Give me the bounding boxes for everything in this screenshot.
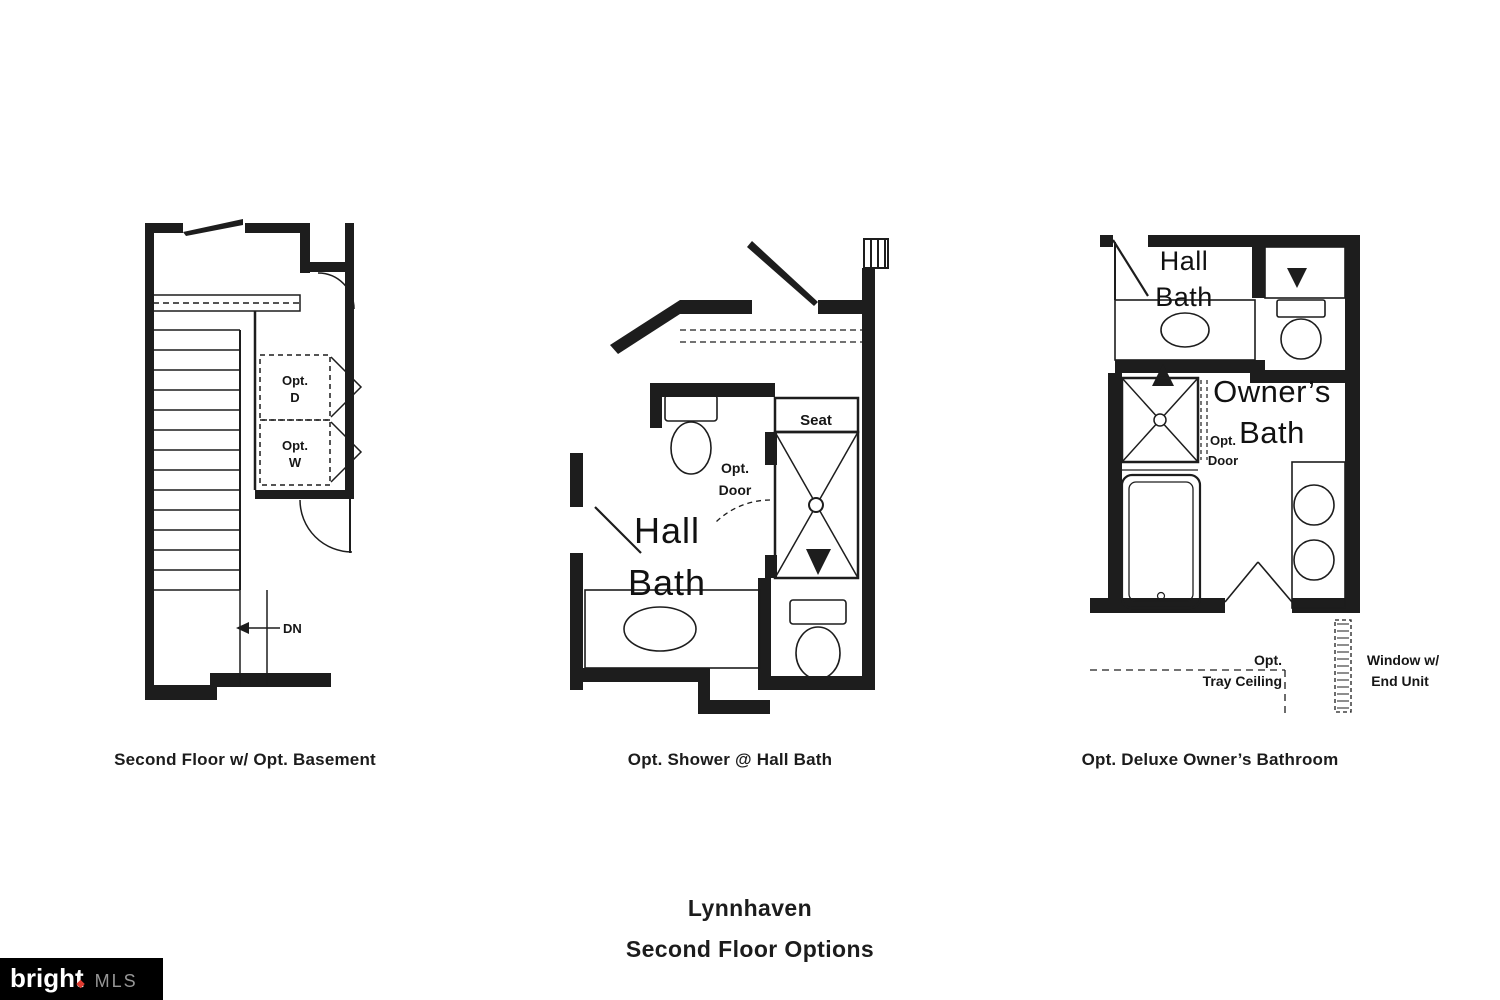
down-arrow-icon xyxy=(236,622,280,634)
opt-dryer-box xyxy=(259,354,331,421)
vent-chase-icon xyxy=(863,238,889,269)
opt-w-label-line2: W xyxy=(289,455,302,470)
opt-door-label-line1: Opt. xyxy=(1210,433,1236,448)
seat-label: Seat xyxy=(800,412,832,429)
bifold-door-icon xyxy=(330,356,363,483)
door-leaf-icon xyxy=(183,219,243,236)
room-label-owners-bath-line2: Bath xyxy=(1239,415,1305,450)
plan1-caption: Second Floor w/ Opt. Basement xyxy=(114,750,376,769)
window-end-unit-label-line2: End Unit xyxy=(1371,673,1429,689)
plan-opt-deluxe-owners-bathroom: Hall Bath Owner’s Bath Opt. Door Opt. Tr… xyxy=(1090,235,1439,717)
opt-washer-box xyxy=(259,419,331,486)
plan-opt-shower-hall-bath: Seat Opt. Door Hall Bath xyxy=(570,238,889,714)
opt-tray-ceiling-label-line2: Tray Ceiling xyxy=(1203,673,1282,689)
opt-w-label-line1: Opt. xyxy=(282,438,308,453)
opt-d-label-line2: D xyxy=(290,390,299,405)
window-end-unit-label-line1: Window w/ xyxy=(1367,652,1439,668)
double-door-leaf-icon xyxy=(1224,561,1293,603)
room-label-hall-bath-line2: Bath xyxy=(1155,282,1213,312)
entry-arrow-icon xyxy=(1152,364,1174,386)
closet-shelf xyxy=(152,294,301,312)
closet-rod-dashed xyxy=(680,329,862,343)
down-label: DN xyxy=(283,621,302,636)
vanity-sink-icon xyxy=(1114,299,1256,361)
door-leaf-icon xyxy=(747,241,818,306)
door-leaf-icon xyxy=(1112,239,1149,297)
shower-icon xyxy=(1120,376,1200,471)
opt-door-label-line1: Opt. xyxy=(721,460,749,476)
walls xyxy=(570,268,875,714)
opt-door-dashed-icon xyxy=(1200,380,1208,460)
double-vanity-icon xyxy=(1291,461,1346,609)
plan2-caption: Opt. Shower @ Hall Bath xyxy=(627,750,833,769)
walls xyxy=(1090,235,1360,613)
vanity-sink-icon xyxy=(584,589,761,669)
door-swing-arc-icon xyxy=(317,272,355,310)
room-label-hall: Hall xyxy=(634,510,700,551)
room-label-hall-bath-line1: Hall xyxy=(1160,246,1209,276)
room-label-owners-bath-line1: Owner’s xyxy=(1213,374,1331,409)
toilet-icon xyxy=(789,599,847,680)
shower-seat: Seat xyxy=(773,396,860,434)
door-leaf-icon xyxy=(594,506,642,554)
hallway-lines xyxy=(239,590,268,685)
shower-icon xyxy=(773,430,860,580)
bathtub-icon xyxy=(1120,473,1202,610)
logo-suffix-text: MLS xyxy=(94,971,138,991)
plan3-caption: Opt. Deluxe Owner’s Bathroom xyxy=(1081,750,1339,769)
logo-brand-text: bright xyxy=(10,963,84,993)
sheet-title-block: Lynnhaven Second Floor Options xyxy=(0,888,1500,970)
stairs-icon xyxy=(154,329,241,591)
room-label-bath: Bath xyxy=(628,562,706,603)
opt-door-swing-dashed-icon xyxy=(714,499,771,524)
opt-door-label-line2: Door xyxy=(719,482,752,498)
opt-tray-ceiling-label-line1: Opt. xyxy=(1254,652,1282,668)
window-icon xyxy=(1334,619,1352,713)
plan-name-title: Lynnhaven xyxy=(687,895,813,921)
opt-d-label-line1: Opt. xyxy=(282,373,308,388)
sheet-subtitle: Second Floor Options xyxy=(625,936,875,962)
bathtub-alcove-icon xyxy=(1264,246,1346,299)
opt-door-label-line2: Door xyxy=(1208,453,1238,468)
brightmls-logo: bright MLS xyxy=(0,958,163,1000)
door-swing-arc-icon xyxy=(299,499,353,553)
plan-second-floor-opt-basement: Opt. D Opt. W DN xyxy=(145,219,363,700)
opt-tray-ceiling-dashed xyxy=(1090,669,1286,717)
toilet-icon xyxy=(1276,299,1326,360)
toilet-icon xyxy=(664,394,718,475)
